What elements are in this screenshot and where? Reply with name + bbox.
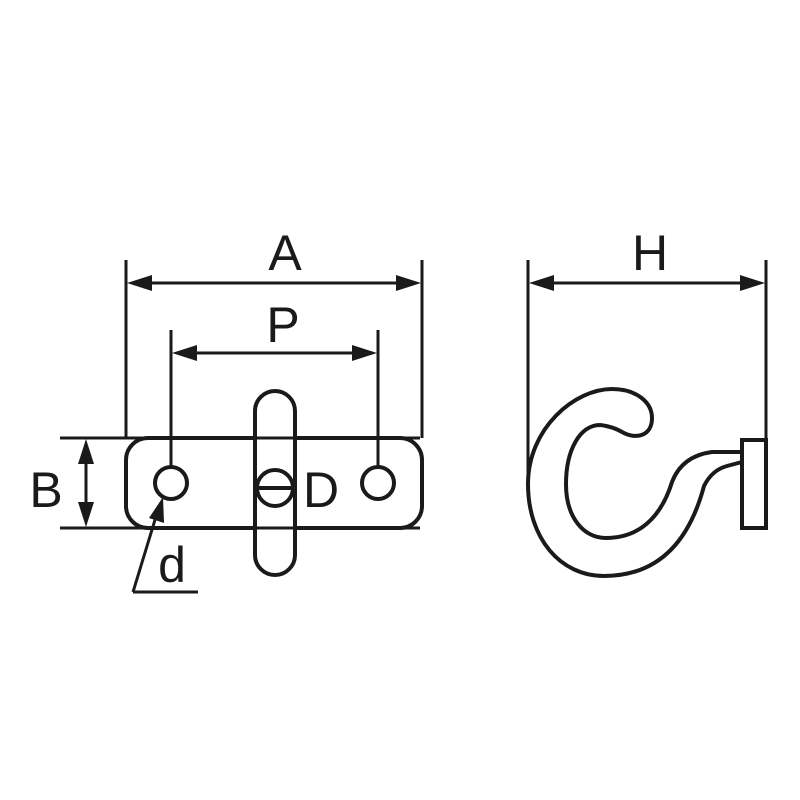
hook-side-profile [525, 386, 743, 579]
dim-a-arrow-left [127, 275, 152, 291]
dim-d-small-leader [131, 509, 160, 593]
dim-h-label: H [632, 225, 668, 281]
left-mounting-hole [153, 465, 189, 501]
dim-d-label: D [303, 462, 339, 518]
dim-b-arrow-bottom [78, 502, 94, 527]
mounting-flange [740, 438, 768, 530]
dim-d-small-arrow [149, 497, 164, 523]
dimension-p: P [169, 297, 380, 467]
right-mounting-hole [360, 465, 396, 501]
dim-h-arrow-right [740, 275, 765, 291]
dim-p-arrow-left [172, 345, 197, 361]
dim-p-arrow-right [352, 345, 377, 361]
dim-h-arrow-left [529, 275, 554, 291]
dim-p-label: P [266, 297, 299, 353]
dimension-d-small: d [131, 497, 198, 594]
dimension-a: A [124, 225, 424, 438]
side-view [525, 386, 768, 579]
dimension-h: H [526, 225, 768, 484]
dim-d-small-label: d [158, 537, 186, 593]
dim-b-arrow-top [78, 439, 94, 464]
dim-a-label: A [268, 225, 302, 281]
dimension-b: B [29, 436, 420, 530]
dim-b-label: B [29, 462, 62, 518]
dim-a-arrow-right [396, 275, 421, 291]
hook-front-profile [253, 389, 297, 577]
